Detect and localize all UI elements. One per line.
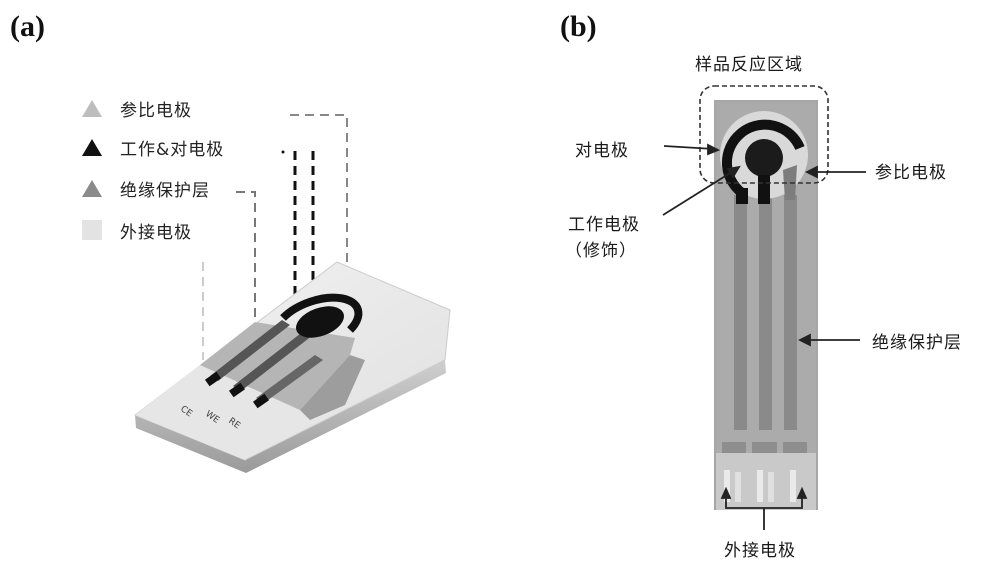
- pad-we: [228, 382, 246, 398]
- label-working-electrode: 工作电极: [568, 215, 640, 235]
- region-title: 样品反应区域: [695, 55, 803, 75]
- working-electrode-disc: [296, 306, 344, 338]
- pad-re: [252, 393, 270, 409]
- working-electrode-disc: [745, 139, 783, 177]
- panel-b-label: (b): [560, 10, 597, 43]
- insulation-layer: [200, 322, 355, 410]
- legend-label: 绝缘保护层: [120, 180, 210, 201]
- arrow-counter-electrode: [663, 145, 715, 150]
- external-contact-zone: [716, 453, 816, 510]
- triangle-icon: [82, 179, 102, 197]
- legend-label: 参比电极: [120, 100, 192, 121]
- label-counter-electrode: 对电极: [575, 141, 629, 161]
- trace-left: [734, 195, 747, 430]
- leader-lines: [202, 114, 348, 360]
- legend-label: 工作&对电极: [120, 139, 225, 160]
- electrode-strip-3d: [133, 261, 451, 473]
- label-external-electrode: 外接电极: [724, 541, 796, 561]
- pad-ce: [204, 371, 222, 387]
- trace-we: [233, 330, 313, 391]
- panel-b-strip-photo: [699, 85, 829, 510]
- trace-ce: [210, 320, 290, 381]
- annotation-arrows: [662, 143, 866, 530]
- leader-line-insulation: [236, 191, 256, 325]
- counter-electrode-arc: [721, 119, 805, 200]
- triangle-icon: [82, 99, 102, 117]
- legend-item-reference-electrode: 参比电极: [80, 96, 192, 121]
- square-icon: [82, 220, 102, 240]
- label-reference-electrode: 参比电极: [875, 163, 947, 183]
- legend-item-external-electrode: 外接电极: [80, 218, 192, 243]
- legend-item-working-counter-electrode: 工作&对电极: [80, 135, 225, 160]
- external-contact-area: [135, 365, 300, 460]
- strip-side: [135, 360, 446, 473]
- counter-electrode-ring: [280, 293, 363, 333]
- insulation-layer-right: [300, 355, 365, 420]
- panel-a-label: (a): [10, 10, 45, 43]
- label-working-electrode-modified: （修饰）: [565, 241, 637, 261]
- triangle-icon: [82, 138, 102, 156]
- arrow-working-electrode: [662, 169, 736, 216]
- trace-re: [256, 355, 323, 403]
- legend-item-insulation-layer: 绝缘保护层: [80, 176, 210, 201]
- leader-line-reference: [290, 114, 348, 330]
- legend-label: 外接电极: [120, 222, 192, 243]
- trace-right: [784, 195, 797, 430]
- reaction-region-box: [699, 85, 829, 184]
- trace-middle: [759, 195, 772, 430]
- label-insulation-layer: 绝缘保护层: [872, 333, 962, 353]
